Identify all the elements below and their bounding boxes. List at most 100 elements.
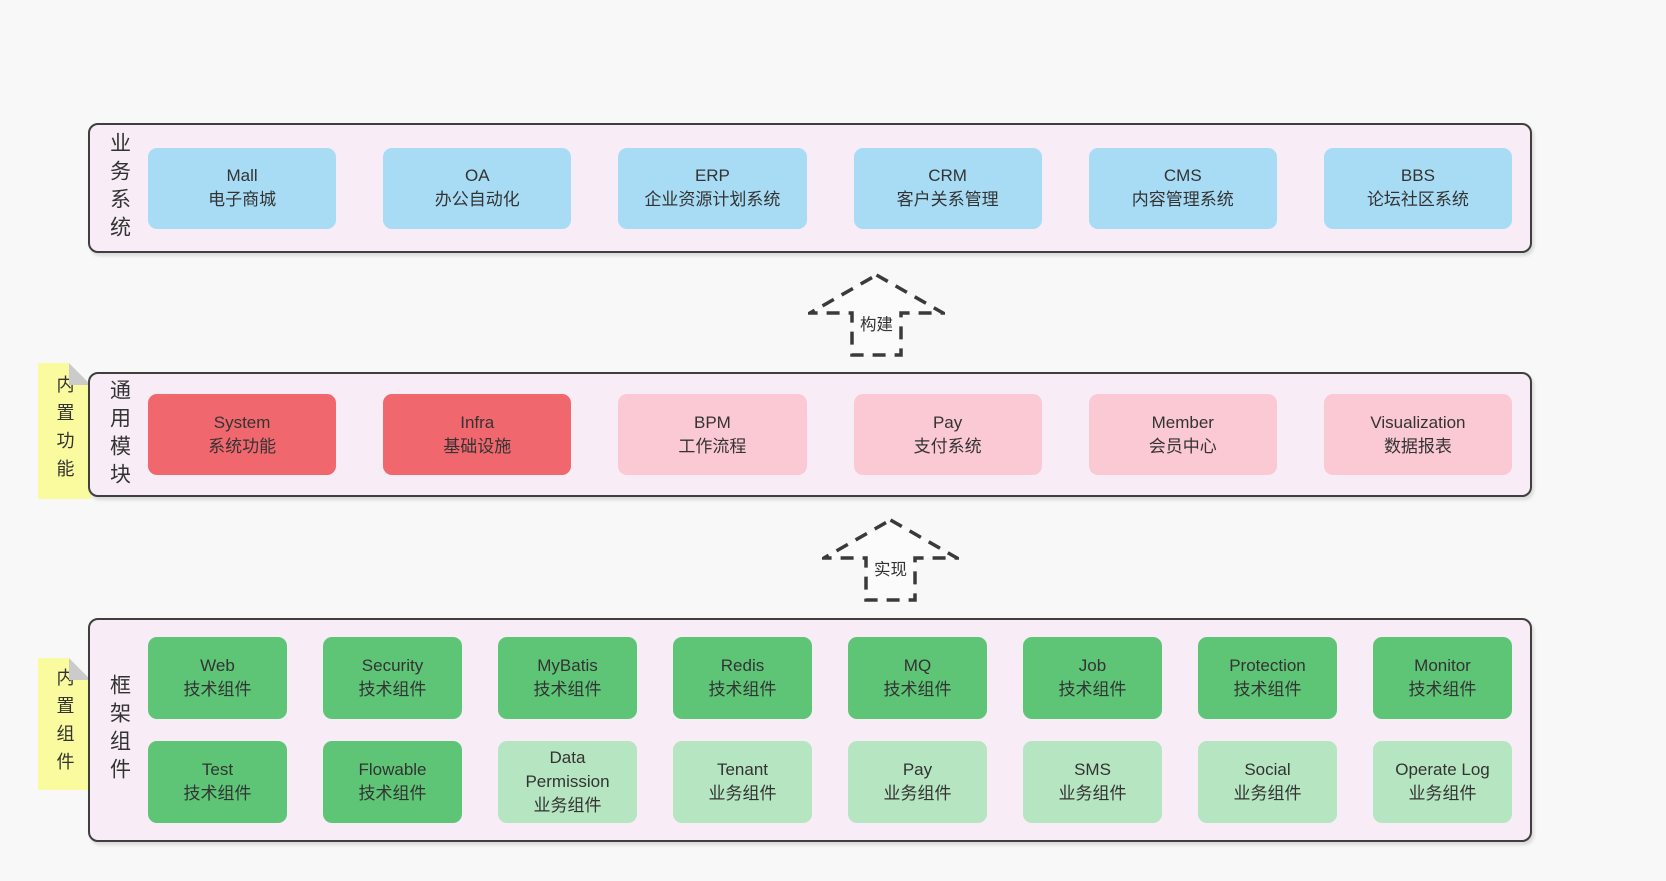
box-name: Job xyxy=(1078,656,1107,675)
box-social: Social 业务组件 xyxy=(1198,741,1337,823)
box-desc: 技术组件 xyxy=(1233,680,1302,699)
box-pay-component: Pay 业务组件 xyxy=(848,741,987,823)
box-name: OA xyxy=(464,166,490,185)
component-row-1: Web 技术组件 Security 技术组件 MyBatis 技术组件 Redi… xyxy=(148,637,1512,719)
box-name: Monitor xyxy=(1414,656,1471,675)
box-tenant: Tenant 业务组件 xyxy=(673,741,812,823)
box-name: MQ xyxy=(903,656,932,675)
sticky-note-label: 内置组件 xyxy=(54,668,75,780)
band-title-text: 业务系统 xyxy=(107,132,131,244)
band-title: 通用模块 xyxy=(90,374,148,495)
band-title: 业务系统 xyxy=(90,125,148,251)
box-name: SMS xyxy=(1074,760,1111,779)
box-crm: CRM 客户关系管理 xyxy=(853,147,1042,229)
box-name: Pay xyxy=(902,760,933,779)
component-rows: Web 技术组件 Security 技术组件 MyBatis 技术组件 Redi… xyxy=(148,620,1530,840)
box-cms: CMS 内容管理系统 xyxy=(1088,147,1277,229)
box-name: MyBatis xyxy=(537,656,598,675)
band-title-text: 框架组件 xyxy=(107,674,131,786)
box-name: Pay xyxy=(932,412,963,432)
band-common-modules: 通用模块 System 系统功能 Infra 基础设施 BPM 工作流程 Pay… xyxy=(88,372,1532,497)
box-desc: 业务组件 xyxy=(708,784,777,803)
box-desc: 基础设施 xyxy=(443,436,512,456)
box-desc: 会员中心 xyxy=(1148,436,1217,456)
box-desc: 技术组件 xyxy=(883,680,952,699)
box-desc: 支付系统 xyxy=(913,436,982,456)
module-boxes-row: System 系统功能 Infra 基础设施 BPM 工作流程 Pay 支付系统… xyxy=(148,374,1530,495)
band-title-text: 通用模块 xyxy=(107,378,131,491)
box-desc: 业务组件 xyxy=(1233,784,1302,803)
box-desc: 企业资源计划系统 xyxy=(644,190,781,209)
box-name: Visualization xyxy=(1370,412,1466,432)
box-desc: 业务组件 xyxy=(883,784,952,803)
box-name: Protection xyxy=(1229,656,1306,675)
box-name: ERP xyxy=(694,166,730,185)
box-name: BBS xyxy=(1400,166,1435,185)
box-erp: ERP 企业资源计划系统 xyxy=(618,147,807,229)
box-name: Infra xyxy=(460,412,495,432)
arrow-label-build: 构建 xyxy=(856,314,897,336)
sticky-note-built-in-features: 内置功能 xyxy=(38,363,91,499)
box-data-permission: Data Permission 业务组件 xyxy=(498,741,637,823)
box-name: BPM xyxy=(694,412,731,432)
box-name: CRM xyxy=(928,166,967,185)
box-desc: 系统功能 xyxy=(208,436,277,456)
band-framework-components: 框架组件 Web 技术组件 Security 技术组件 MyBatis 技术组件… xyxy=(88,618,1532,842)
box-flowable: Flowable 技术组件 xyxy=(323,741,462,823)
box-job: Job 技术组件 xyxy=(1023,637,1162,719)
box-desc: 论坛社区系统 xyxy=(1366,190,1469,209)
box-desc: 业务组件 xyxy=(1408,784,1477,803)
sticky-note-built-in-components: 内置组件 xyxy=(38,658,91,790)
business-boxes-row: Mall 电子商城 OA 办公自动化 ERP 企业资源计划系统 CRM 客户关系… xyxy=(148,125,1530,251)
box-name: Social xyxy=(1244,760,1291,779)
box-name: Member xyxy=(1151,412,1214,432)
box-desc: 办公自动化 xyxy=(434,190,520,209)
box-desc: 技术组件 xyxy=(1058,680,1127,699)
box-bbs: BBS 论坛社区系统 xyxy=(1323,147,1513,229)
box-name: CMS xyxy=(1163,166,1202,185)
box-desc: 业务组件 xyxy=(533,796,602,815)
box-security: Security 技术组件 xyxy=(323,637,462,719)
box-desc: 电子商城 xyxy=(208,190,277,209)
box-name: System xyxy=(213,412,271,432)
box-sms: SMS 业务组件 xyxy=(1023,741,1162,823)
box-desc: 技术组件 xyxy=(533,680,602,699)
box-pay-system: Pay 支付系统 xyxy=(853,394,1042,475)
sticky-note-label: 内置功能 xyxy=(54,375,75,487)
box-name: Mall xyxy=(226,166,258,185)
band-title: 框架组件 xyxy=(90,620,148,840)
box-mybatis: MyBatis 技术组件 xyxy=(498,637,637,719)
box-desc: 工作流程 xyxy=(678,436,747,456)
box-desc: 技术组件 xyxy=(358,680,427,699)
box-name: Redis xyxy=(720,656,765,675)
box-name: Data Permission xyxy=(525,748,610,791)
box-name: Security xyxy=(361,656,424,675)
build-arrow-up-icon: 构建 xyxy=(808,271,945,359)
box-infra: Infra 基础设施 xyxy=(383,394,572,475)
box-mall: Mall 电子商城 xyxy=(148,147,337,229)
box-name: Operate Log xyxy=(1395,760,1490,779)
box-redis: Redis 技术组件 xyxy=(673,637,812,719)
component-row-2: Test 技术组件 Flowable 技术组件 Data Permission … xyxy=(148,741,1512,823)
box-desc: 技术组件 xyxy=(183,784,252,803)
box-test: Test 技术组件 xyxy=(148,741,287,823)
box-name: Test xyxy=(201,760,234,779)
box-desc: 客户关系管理 xyxy=(896,190,999,209)
box-web: Web 技术组件 xyxy=(148,637,287,719)
box-name: Flowable xyxy=(358,760,427,779)
box-desc: 技术组件 xyxy=(358,784,427,803)
box-desc: 内容管理系统 xyxy=(1131,190,1234,209)
box-name: Web xyxy=(200,656,235,675)
box-name: Tenant xyxy=(716,760,769,779)
box-protection: Protection 技术组件 xyxy=(1198,637,1337,719)
box-operate-log: Operate Log 业务组件 xyxy=(1373,741,1512,823)
box-desc: 技术组件 xyxy=(1408,680,1477,699)
box-member: Member 会员中心 xyxy=(1088,394,1277,475)
box-desc: 数据报表 xyxy=(1383,436,1452,456)
arrow-label-implement: 实现 xyxy=(870,559,911,581)
box-bpm: BPM 工作流程 xyxy=(618,394,807,475)
box-desc: 业务组件 xyxy=(1058,784,1127,803)
box-desc: 技术组件 xyxy=(183,680,252,699)
box-oa: OA 办公自动化 xyxy=(383,147,572,229)
